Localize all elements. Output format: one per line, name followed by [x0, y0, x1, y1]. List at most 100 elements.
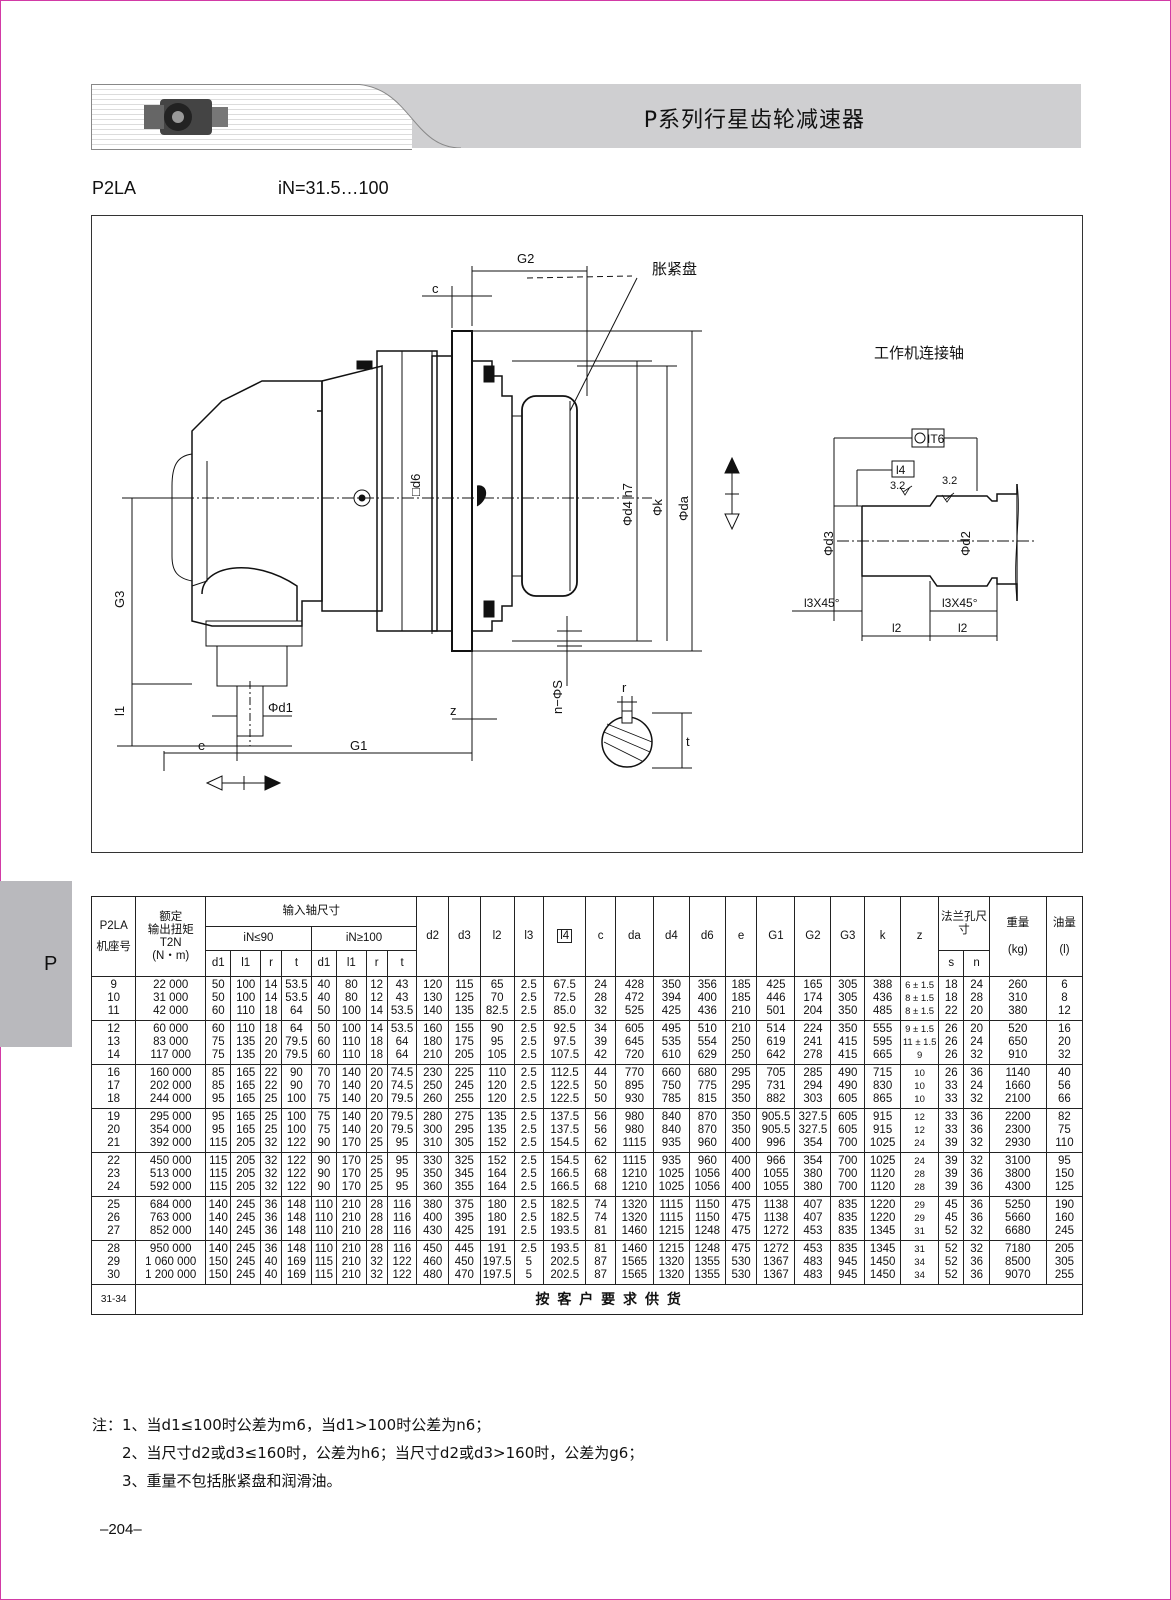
- spec-value: 255: [454, 1093, 474, 1105]
- last-row-note: 按 客 户 要 求 供 货: [135, 1284, 1083, 1315]
- spec-value: 110: [314, 1212, 334, 1224]
- spec-value: 2.5: [520, 979, 537, 991]
- side-tab: P: [0, 881, 72, 1047]
- spec-value: 1 060 000: [145, 1256, 197, 1268]
- spec-value: 140: [208, 1199, 228, 1211]
- spec-value: 185: [731, 992, 751, 1004]
- label-l2-left: l2: [892, 621, 902, 635]
- banner-band: [391, 84, 1081, 148]
- spec-value: 20: [970, 1005, 984, 1017]
- spec-value: 1120: [870, 1168, 895, 1180]
- spec-value: 210: [731, 1023, 751, 1035]
- spec-value: 166.5: [550, 1168, 580, 1180]
- spec-value: 24: [594, 979, 608, 991]
- spec-value: 40: [317, 992, 331, 1004]
- spec-value: 980: [624, 1124, 645, 1136]
- spec-value: 1450: [869, 1256, 896, 1268]
- spec-value: 490: [838, 1080, 858, 1092]
- spec-value: 530: [731, 1269, 751, 1281]
- spec-value: 140: [208, 1243, 228, 1255]
- spec-value: 36: [970, 1269, 984, 1281]
- spec-value: 2.5: [520, 1243, 537, 1255]
- spec-value: 210: [341, 1199, 361, 1211]
- spec-value: 303: [803, 1093, 823, 1105]
- spec-value: 483: [803, 1256, 823, 1268]
- note-3: 3、重量不包括胀紧盘和润滑油。: [122, 1472, 342, 1490]
- spec-value: 475: [731, 1212, 751, 1224]
- spec-value: 24: [970, 1036, 984, 1048]
- label-l3-right: l3X45°: [942, 596, 978, 610]
- spec-value: 1025: [869, 1137, 896, 1149]
- spec-value: 485: [873, 1005, 893, 1017]
- spec-value: 90: [317, 1168, 331, 1180]
- spec-value: 20: [970, 1023, 984, 1035]
- spec-value: 74.5: [390, 1080, 414, 1092]
- spec-value: 1345: [869, 1225, 896, 1237]
- spec-value: 25: [264, 1124, 278, 1136]
- spec-value: 52: [944, 1256, 958, 1268]
- spec-value: 388: [873, 979, 893, 991]
- spec-value: 140: [341, 1111, 361, 1123]
- spec-value: 112.5: [550, 1067, 579, 1079]
- spec-value: 605: [838, 1124, 858, 1136]
- spec-value: 6 ± 1.5: [905, 980, 935, 991]
- spec-value: 950 000: [149, 1243, 192, 1255]
- spec-value: 39: [944, 1181, 958, 1193]
- spec-value: 56: [594, 1124, 608, 1136]
- spec-value: 294: [803, 1080, 823, 1092]
- spec-value: 60: [211, 1023, 225, 1035]
- spec-value: 327.5: [798, 1124, 828, 1136]
- spec-value: 205: [236, 1137, 256, 1149]
- spec-value: 395: [454, 1212, 474, 1224]
- spec-value: 2.5: [520, 1005, 537, 1017]
- spec-value: 60: [211, 1005, 225, 1017]
- spec-value: 25: [370, 1181, 384, 1193]
- spec-value: 1565: [621, 1256, 648, 1268]
- spec-value: 415: [838, 1036, 858, 1048]
- spec-value: 4300: [1005, 1181, 1031, 1193]
- spec-value: 1120: [870, 1181, 895, 1193]
- spec-value: 202 000: [149, 1080, 192, 1092]
- spec-value: 2.5: [520, 1199, 537, 1211]
- spec-value: 945: [838, 1269, 858, 1281]
- spec-value: 960: [697, 1155, 717, 1167]
- spec-value: 110: [314, 1225, 334, 1237]
- spec-value: 29: [914, 1200, 925, 1211]
- spec-value: 32: [594, 1005, 608, 1017]
- label-nS: n−ΦS: [550, 680, 565, 714]
- output-flange: [451, 330, 473, 652]
- spec-value: 70: [317, 1067, 331, 1079]
- spec-value: 36: [264, 1199, 278, 1211]
- spec-value: 202.5: [550, 1269, 580, 1281]
- spec-value: 245: [236, 1225, 256, 1237]
- spec-value: 140: [341, 1093, 361, 1105]
- spec-value: 330: [423, 1155, 443, 1167]
- spec-value: 34: [914, 1257, 925, 1268]
- spec-value: 28: [914, 1182, 925, 1193]
- spec-value: 52: [944, 1225, 958, 1237]
- spec-value: 2.5: [520, 1124, 537, 1136]
- col-input-shaft: 输入轴尺寸: [205, 896, 418, 927]
- spec-value: 310: [1008, 992, 1028, 1004]
- spec-value: 75: [211, 1036, 225, 1048]
- spec-value: 22 000: [153, 979, 189, 991]
- spec-value: 450 000: [149, 1155, 192, 1167]
